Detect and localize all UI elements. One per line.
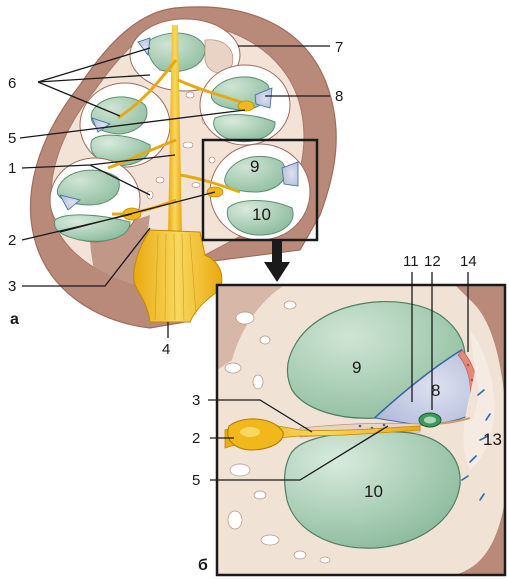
organ-of-corti [419, 413, 441, 427]
basal-turn-left [50, 158, 140, 242]
label-3-detail: 3 [192, 392, 200, 409]
label-10-overview: 10 [252, 205, 271, 224]
label-7: 7 [335, 39, 343, 56]
label-2-detail: 2 [192, 430, 200, 447]
label-12: 12 [424, 253, 441, 270]
label-9-detail: 9 [352, 358, 361, 377]
panel-label-b: б [198, 557, 208, 574]
label-6: 6 [8, 75, 16, 92]
cochlea-overview [30, 7, 336, 328]
basal-turn-right [210, 144, 310, 240]
label-1: 1 [8, 160, 16, 177]
label-8: 8 [335, 88, 343, 105]
label-13: 13 [483, 430, 502, 449]
label-8-detail: 8 [431, 381, 440, 400]
cochlear-duct-detail [217, 285, 507, 578]
label-2: 2 [8, 232, 16, 249]
label-9-overview: 9 [250, 157, 259, 176]
label-5: 5 [8, 130, 16, 147]
label-4: 4 [162, 341, 170, 358]
label-3: 3 [8, 278, 16, 295]
label-14: 14 [460, 253, 477, 270]
label-5-detail: 5 [192, 472, 200, 489]
label-10-detail: 10 [364, 482, 383, 501]
panel-label-a: a [10, 311, 19, 328]
label-11: 11 [403, 253, 419, 270]
